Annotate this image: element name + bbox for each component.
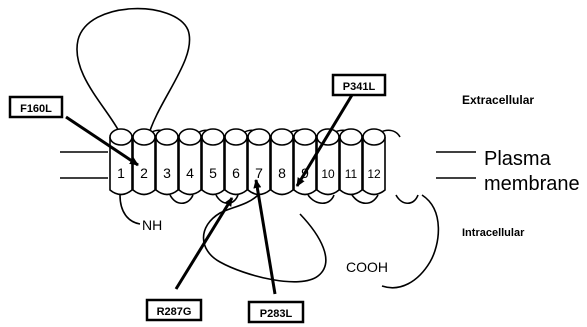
plasma-label: Plasma <box>484 148 552 170</box>
helix-12: 12 <box>363 129 385 195</box>
n-terminus-label: NH <box>142 217 162 233</box>
c-terminus-label: COOH <box>346 259 388 275</box>
helix-5: 5 <box>202 129 224 195</box>
helix-7: 7 <box>248 129 270 195</box>
helix-number: 6 <box>232 165 240 181</box>
n-terminus-tail <box>120 195 140 224</box>
extracellular-loop-1-2 <box>77 9 190 137</box>
helix-10: 10 <box>317 129 339 195</box>
helix-number: 3 <box>163 165 171 181</box>
extracellular-label: Extracellular <box>462 93 534 107</box>
helix-number: 2 <box>140 165 148 181</box>
helix-2: 2 <box>133 129 155 195</box>
helix-4: 4 <box>179 129 201 195</box>
mutation-label-f160l: F160L <box>20 103 52 115</box>
mutation-label-p341l: P341L <box>343 81 376 93</box>
mutation-label-r287g: R287G <box>157 306 192 318</box>
helix-number: 10 <box>321 167 335 181</box>
helix-1: 1 <box>110 129 132 195</box>
helix-11: 11 <box>340 129 362 195</box>
helix-6: 6 <box>225 129 247 195</box>
r287g-arrow <box>176 198 232 289</box>
helix-3: 3 <box>156 129 178 195</box>
helix-8: 8 <box>271 129 293 195</box>
helix-number: 7 <box>255 165 263 181</box>
helix-number: 4 <box>186 165 194 181</box>
mutation-label-p283l: P283L <box>260 308 293 320</box>
helix-number: 12 <box>367 167 381 181</box>
helix-number: 8 <box>278 165 286 181</box>
mutation-box-p283l: P283L <box>249 302 303 322</box>
mutation-box-p341l: P341L <box>333 75 385 95</box>
helix-number: 1 <box>117 165 125 181</box>
mutation-box-f160l: F160L <box>10 97 62 117</box>
intracellular-label: Intracellular <box>462 227 525 239</box>
c-terminus-tail <box>382 195 438 288</box>
membrane-label: membrane <box>484 173 580 195</box>
mutation-box-r287g: R287G <box>147 300 201 320</box>
helix-number: 5 <box>209 165 217 181</box>
helix-number: 11 <box>345 167 358 181</box>
